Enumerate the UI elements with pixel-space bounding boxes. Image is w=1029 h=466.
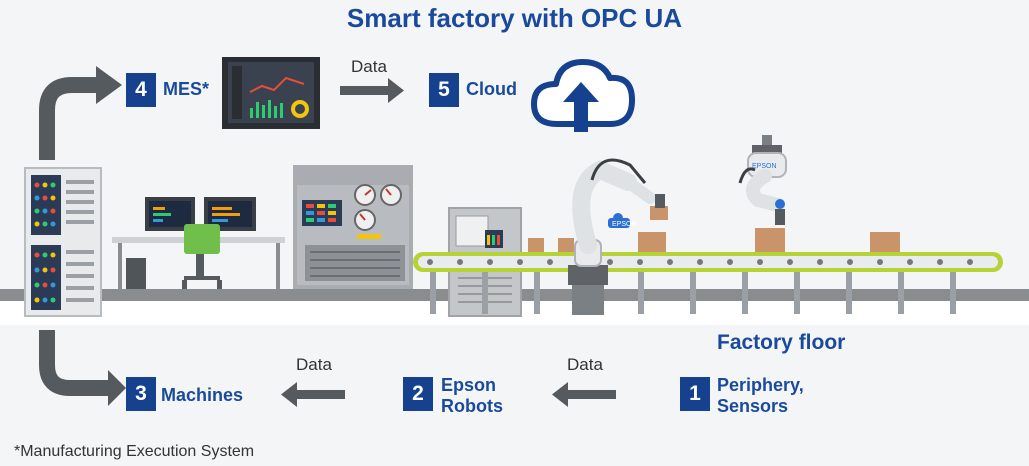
step-1-badge: 1: [680, 377, 710, 411]
svg-text:EPSON: EPSON: [612, 221, 637, 228]
curved-arrow-up-icon: [39, 66, 122, 160]
step-4-label: MES*: [163, 79, 210, 99]
step-5-badge: 5: [429, 73, 459, 107]
footnote: *Manufacturing Execution System: [14, 443, 255, 460]
curved-arrow-down-icon: [39, 330, 126, 406]
step-2-badge: 2: [403, 377, 433, 411]
arrow-left-icon: [552, 382, 616, 407]
page-title: Smart factory with OPC UA: [346, 3, 683, 33]
svg-text:EPSON: EPSON: [752, 163, 777, 170]
workstation-desk-icon: [112, 197, 285, 289]
step-1-label-line1: Periphery,: [717, 375, 804, 395]
step-4-badge: 4: [126, 73, 156, 107]
data-label-top: Data: [351, 57, 387, 76]
step-2-label: Epson Robots: [441, 375, 503, 417]
mes-dashboard-icon: [222, 57, 320, 129]
arrow-right-icon: [340, 78, 404, 103]
step-2-label-line2: Robots: [441, 396, 503, 416]
server-rack-icon: [24, 167, 102, 317]
boxes-icon: [528, 206, 900, 252]
industrial-machine-icon: [293, 165, 413, 289]
step-3-label: Machines: [161, 385, 244, 405]
step-5-label: Cloud: [466, 79, 517, 99]
data-label-left: Data: [296, 355, 332, 374]
arrow-left-icon: [281, 382, 345, 407]
factory-floor-label: Factory floor: [717, 331, 846, 354]
data-label-right: Data: [567, 355, 603, 374]
step-3-badge: 3: [126, 377, 156, 411]
conveyor-belt-icon: [413, 252, 1003, 314]
robot-arm-icon: EPSON: [738, 135, 787, 225]
cloud-upload-icon: [531, 59, 635, 132]
step-2-label-line1: Epson: [441, 375, 497, 395]
step-1-label: Periphery, Sensors: [717, 375, 804, 417]
robot-arm-icon: EPSON: [568, 158, 665, 315]
step-1-label-line2: Sensors: [717, 396, 789, 416]
